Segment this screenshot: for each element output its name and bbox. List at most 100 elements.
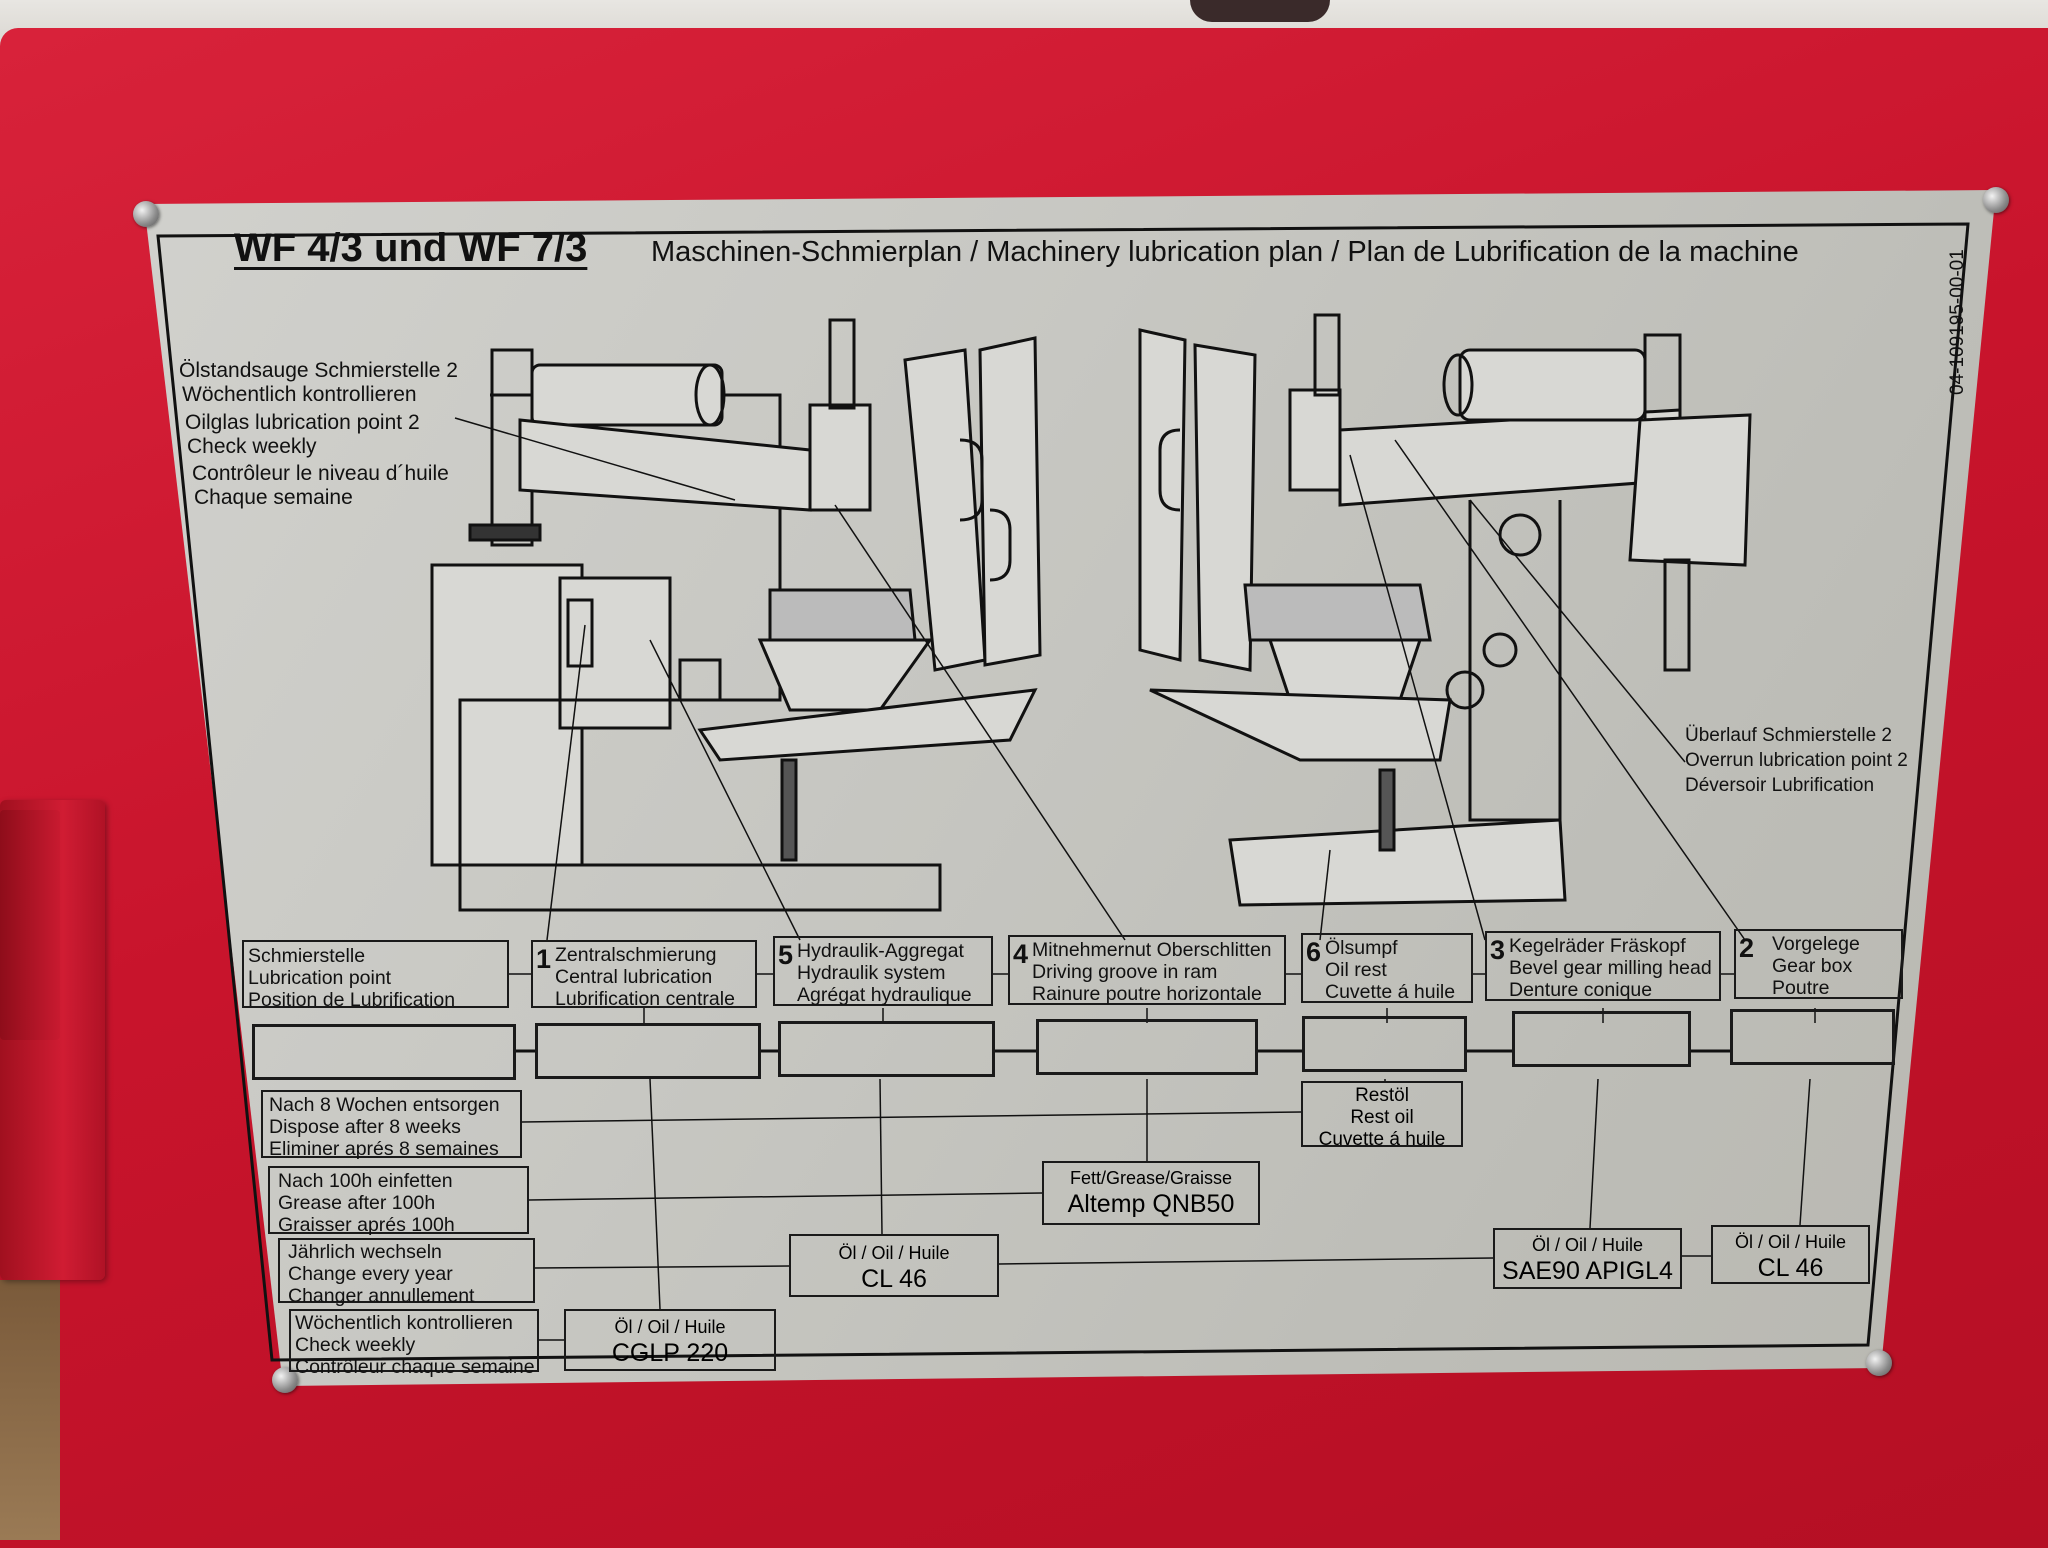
annotation-line: Überlauf Schmierstelle 2 <box>1685 725 1892 746</box>
record-box <box>778 1021 995 1077</box>
plate-title: WF 4/3 und WF 7/3 <box>234 226 588 270</box>
label-line: Agrégat hydraulique <box>797 984 972 1006</box>
point-number: 6 <box>1306 937 1322 967</box>
mounting-screw <box>1983 187 2009 213</box>
label-line: Kegelräder Fräskopf <box>1509 935 1686 957</box>
label-line: Changer annullement <box>288 1285 475 1307</box>
label-line: Schmierstelle <box>248 945 366 967</box>
machine-right-drawing <box>1138 313 1752 907</box>
lubricant-product: CL 46 <box>1757 1254 1824 1282</box>
lubricant-type: Öl / Oil / Huile <box>1734 1232 1847 1252</box>
label-line: Restöl <box>1355 1085 1409 1106</box>
point-number: 4 <box>1013 939 1029 969</box>
record-box <box>1302 1016 1467 1072</box>
mounting-screw <box>1866 1350 1892 1376</box>
label-line: Denture conique <box>1509 979 1653 1001</box>
label-line: Driving groove in ram <box>1032 961 1218 983</box>
label-line: Dispose after 8 weeks <box>269 1116 461 1138</box>
label-line: Position de Lubrification <box>248 989 456 1011</box>
label-line: Mitnehmernut Oberschlitten <box>1032 939 1272 961</box>
record-box <box>535 1023 761 1079</box>
label-line: Contrôleur chaque semaine <box>295 1356 535 1378</box>
background-object <box>1190 0 1330 22</box>
annotation-line: Déversoir Lubrification <box>1685 775 1875 796</box>
plate-subtitle: Maschinen-Schmierplan / Machinery lubric… <box>651 236 1799 268</box>
label-line: Rest oil <box>1350 1107 1414 1128</box>
label-line: Hydraulik system <box>797 962 946 984</box>
point-number: 3 <box>1490 935 1506 965</box>
part-number: 04-109195-00-01 <box>1947 249 1968 395</box>
label-line: Check weekly <box>295 1334 416 1356</box>
label-line: Eliminer aprés 8 semaines <box>269 1138 499 1160</box>
point-number: 2 <box>1739 933 1755 963</box>
label-line: Oil rest <box>1325 959 1387 981</box>
label-line: Grease after 100h <box>278 1192 436 1214</box>
rest-oil-box: Restöl Rest oil Cuvette á huile <box>1301 1081 1463 1150</box>
annotation-line: Check weekly <box>187 435 317 458</box>
lubrication-point-header: Schmierstelle Lubrication point Position… <box>242 940 509 1011</box>
label-line: Nach 100h einfetten <box>278 1170 453 1192</box>
annotation-line: Wöchentlich kontrollieren <box>182 383 417 406</box>
label-line: Rainure poutre horizontale <box>1032 983 1262 1005</box>
annotation-line: Contrôleur le niveau d´huile <box>192 462 449 485</box>
annotation-line: Ölstandsauge Schmierstelle 2 <box>179 359 458 382</box>
label-line: Cuvette á huile <box>1325 981 1456 1003</box>
machine-left-drawing <box>430 318 1042 912</box>
record-box <box>1512 1011 1691 1067</box>
label-line: Bevel gear milling head <box>1509 957 1712 979</box>
label-line: Poutre <box>1772 977 1830 999</box>
connector-lines <box>509 973 1816 1341</box>
lubricant-product: CGLP 220 <box>611 1339 729 1367</box>
lubricant-product: SAE90 APIGL4 <box>1502 1257 1673 1285</box>
label-line: Change every year <box>288 1263 453 1285</box>
label-line: Graisser aprés 100h <box>278 1214 455 1236</box>
label-line: Gear box <box>1772 955 1853 977</box>
hinge-knuckle <box>0 810 60 1040</box>
label-line: Ölsumpf <box>1325 937 1398 959</box>
mounting-screw <box>133 201 159 227</box>
leader-lines <box>454 417 1746 941</box>
label-line: Lubrification centrale <box>555 988 735 1010</box>
label-line: Hydraulik-Aggregat <box>797 940 964 962</box>
record-box <box>1036 1019 1258 1075</box>
lubricant-type: Fett/Grease/Graisse <box>1069 1168 1233 1188</box>
lubricant-type: Öl / Oil / Huile <box>614 1317 726 1337</box>
label-line: Wöchentlich kontrollieren <box>295 1312 513 1334</box>
label-line: Jährlich wechseln <box>288 1241 442 1263</box>
lubricant-product: CL 46 <box>861 1265 927 1293</box>
label-line: Nach 8 Wochen entsorgen <box>269 1094 500 1116</box>
label-line: Cuvette á huile <box>1318 1129 1446 1150</box>
point-number: 5 <box>778 940 794 970</box>
label-line: Vorgelege <box>1772 933 1860 955</box>
plate-inner-border <box>156 222 1970 1362</box>
label-line: Central lubrication <box>555 966 713 988</box>
record-box <box>252 1024 516 1080</box>
background-floor <box>0 1280 60 1540</box>
record-box <box>1730 1009 1895 1065</box>
label-line: Zentralschmierung <box>555 944 717 966</box>
annotation-line: Oilglas lubrication point 2 <box>185 411 420 434</box>
lubricant-type: Öl / Oil / Huile <box>1531 1235 1644 1255</box>
label-line: Lubrication point <box>248 967 392 989</box>
annotation-line: Chaque semaine <box>194 486 353 509</box>
lubricant-type: Öl / Oil / Huile <box>838 1243 950 1263</box>
lubricant-product: Altemp QNB50 <box>1067 1190 1235 1218</box>
annotation-line: Overrun lubrication point 2 <box>1685 750 1908 771</box>
point-number: 1 <box>536 944 552 974</box>
